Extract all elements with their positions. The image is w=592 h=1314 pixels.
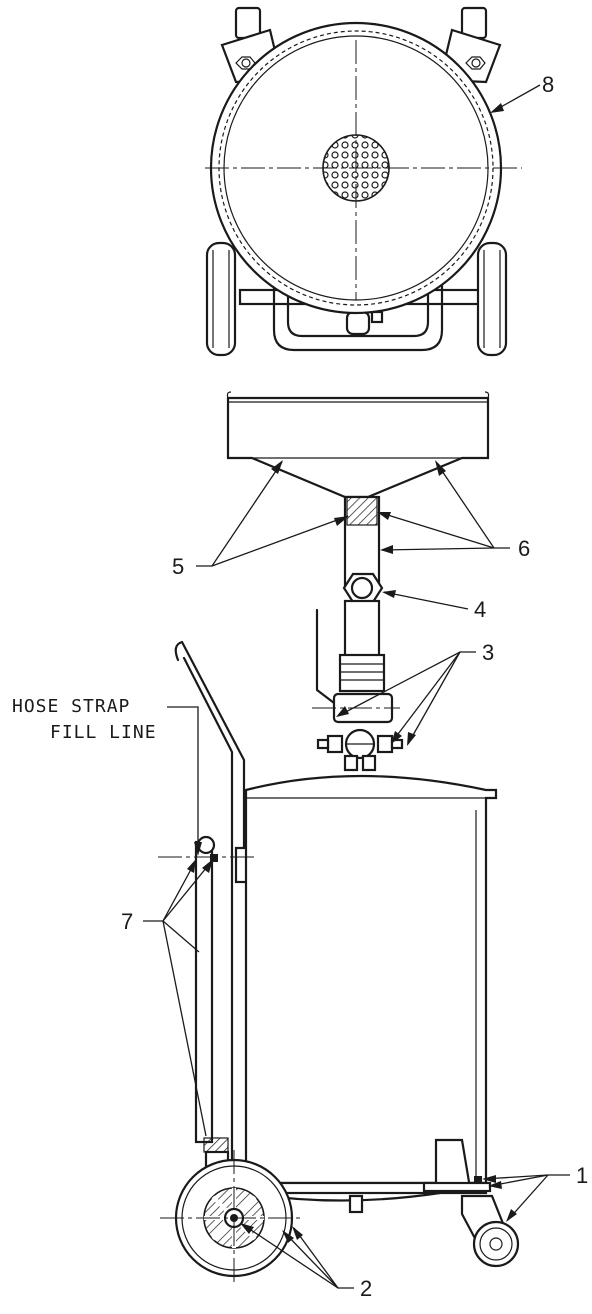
callout-7: 7	[121, 909, 133, 934]
callout-labels: 8 5 6 4 3 7 1 2 HOSE STRAP FILL LINE	[12, 72, 588, 1301]
leader-lines	[143, 84, 570, 1289]
callout-4: 4	[474, 597, 486, 622]
callout-5: 5	[172, 554, 184, 579]
funnel-assembly	[226, 391, 490, 772]
hose-strap-label: HOSE STRAP	[12, 696, 130, 717]
callout-2: 2	[360, 1276, 372, 1301]
top-view	[205, 6, 522, 357]
callout-1: 1	[576, 1163, 588, 1188]
callout-6: 6	[518, 536, 530, 561]
fill-line-label: FILL LINE	[50, 722, 157, 743]
callout-3: 3	[482, 640, 494, 665]
callout-8: 8	[542, 72, 554, 97]
